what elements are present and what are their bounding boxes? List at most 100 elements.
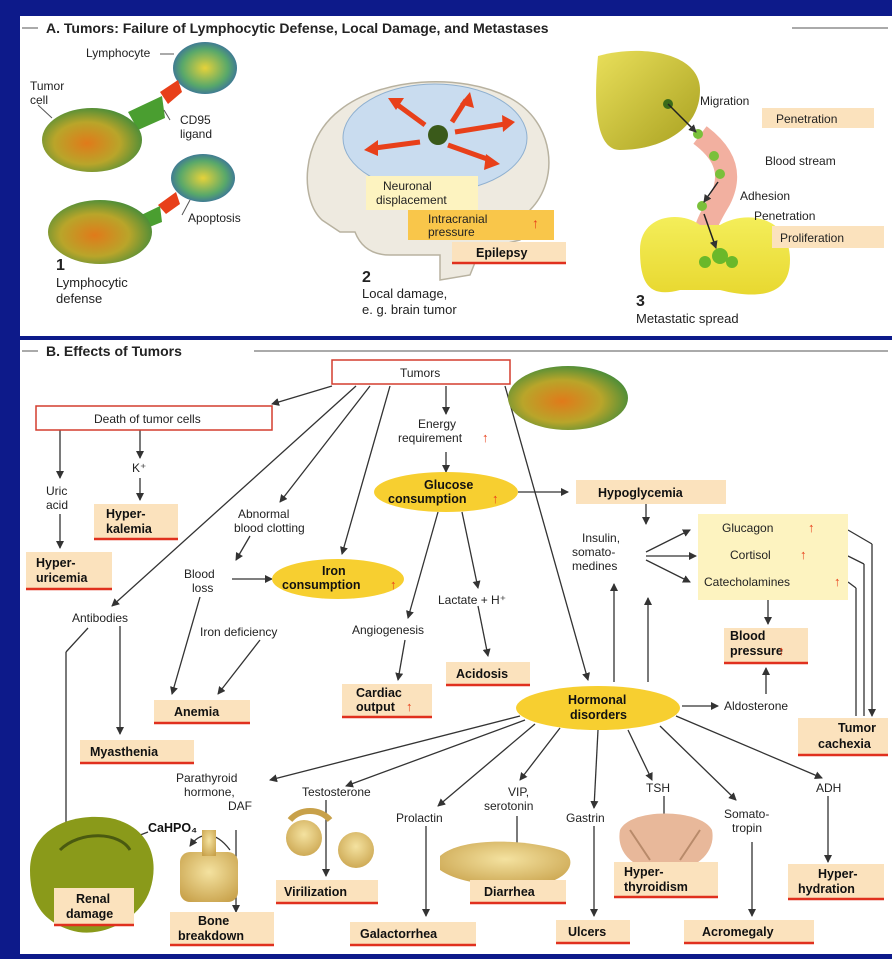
lymphocyte-cell-2-icon: [171, 154, 235, 202]
blood-pressure-box: [724, 628, 808, 662]
cardiac-box: [342, 684, 432, 716]
label-adh: ADH: [816, 781, 841, 795]
cd95-ligand-icon: [128, 96, 165, 130]
label-tsh: TSH: [646, 781, 670, 795]
death-box: [35, 405, 273, 431]
label-acromegaly: Acromegaly: [702, 925, 774, 939]
attack-arrow-icon: [160, 80, 182, 104]
section-a-title: A. Tumors: Failure of Lymphocytic Defens…: [46, 20, 549, 36]
label-neuronal-2: displacement: [376, 193, 447, 207]
label-intracranial-2: pressure: [428, 225, 475, 239]
acromegaly-box: [684, 920, 814, 942]
label-cahpo: CaHPO₄: [148, 821, 197, 835]
label-hyperthyroidism-2: thyroidism: [624, 880, 688, 894]
label-cortisol: Cortisol: [730, 548, 771, 562]
diarrhea-box: [470, 880, 566, 902]
renal-box: [54, 888, 134, 924]
label-blood-pressure-1: Blood: [730, 629, 765, 643]
label-prolactin: Prolactin: [396, 811, 443, 825]
lymphocytic-defense-illustration: [37, 42, 237, 264]
label-parathyroid-3: DAF: [228, 799, 252, 813]
label-adhesion: Adhesion: [740, 189, 790, 203]
galactorrhea-box: [350, 922, 476, 944]
label-uric-2: acid: [46, 498, 68, 512]
label-bone-1: Bone: [198, 914, 229, 928]
label-neuronal-1: Neuronal: [383, 179, 432, 193]
label-somatotropin-2: tropin: [732, 821, 762, 835]
label-testosterone: Testosterone: [302, 785, 371, 799]
label-penetration-2: Penetration: [754, 209, 815, 223]
label-k: K⁺: [132, 461, 146, 475]
label-vip-2: serotonin: [484, 799, 533, 813]
label-parathyroid-2: hormone,: [184, 785, 235, 799]
panel2-caption-2: e. g. brain tumor: [362, 302, 457, 317]
section-b-title: B. Effects of Tumors: [46, 343, 182, 359]
label-tumors: Tumors: [400, 366, 440, 380]
label-renal-2: damage: [66, 907, 113, 921]
liver-icon: [596, 50, 700, 150]
label-hyperhydration-2: hydration: [798, 882, 855, 896]
hormonal-ellipse: [516, 686, 680, 730]
label-blood-stream: Blood stream: [765, 154, 836, 168]
label-somatotropin-1: Somato-: [724, 807, 769, 821]
label-hyperuricemia-1: Hyper-: [36, 556, 76, 570]
panel3-number: 3: [636, 293, 645, 310]
label-blood-loss-2: loss: [192, 581, 213, 595]
iron-ellipse: [272, 559, 404, 599]
label-galactorrhea: Galactorrhea: [360, 927, 438, 941]
connector-lines: [56, 385, 876, 917]
label-abnormal-2: blood clotting: [234, 521, 305, 535]
up-arrow-icon: ↑: [532, 215, 539, 231]
thyroid-icon: [619, 813, 713, 872]
label-ulcers: Ulcers: [568, 925, 606, 939]
label-insulin-2: somato-: [572, 545, 615, 559]
ulcers-box: [556, 920, 630, 942]
panel2-caption-1: Local damage,: [362, 286, 447, 301]
panel1-caption-2: defense: [56, 291, 102, 306]
label-vip-1: VIP,: [508, 785, 529, 799]
label-acidosis: Acidosis: [456, 667, 508, 681]
label-intracranial-1: Intracranial: [428, 212, 487, 226]
glucose-ellipse: [374, 472, 518, 512]
label-anemia: Anemia: [174, 705, 220, 719]
label-insulin-3: medines: [572, 559, 617, 573]
penetration-1-box: [762, 108, 874, 128]
label-tumor-cell-2: cell: [30, 93, 48, 107]
hormones-box: [698, 514, 848, 600]
label-tumor-cachexia-2: cachexia: [818, 737, 872, 751]
epilepsy-box: [452, 242, 566, 262]
panel1-caption-1: Lymphocytic: [56, 275, 128, 290]
label-diarrhea: Diarrhea: [484, 885, 536, 899]
label-proliferation: Proliferation: [780, 231, 844, 245]
label-myasthenia: Myasthenia: [90, 745, 159, 759]
label-cd95-1: CD95: [180, 113, 211, 127]
label-cardiac-1: Cardiac: [356, 686, 402, 700]
intestine-icon: [440, 841, 571, 886]
label-uric-1: Uric: [46, 484, 67, 498]
lymphocyte-cell-icon: [173, 42, 237, 94]
label-blood-pressure-2: pressure: [730, 644, 783, 658]
label-blood-loss-1: Blood: [184, 567, 215, 581]
up-arrow-bp-icon: ↑: [778, 643, 785, 658]
label-penetration-1: Penetration: [776, 112, 837, 126]
label-energy-1: Energy: [418, 417, 456, 431]
label-hormonal-1: Hormonal: [568, 693, 626, 707]
apoptotic-tumor-cell-icon: [48, 200, 152, 264]
hyperhydration-box: [788, 864, 884, 898]
panel3-caption: Metastatic spread: [636, 311, 739, 326]
label-hyperkalemia-1: Hyper-: [106, 507, 146, 521]
tumor-cachexia-box: [798, 718, 888, 754]
label-hyperkalemia-2: kalemia: [106, 522, 153, 536]
label-hyperthyroidism-1: Hyper-: [624, 865, 664, 879]
label-cardiac-2: output: [356, 700, 396, 714]
label-glucagon: Glucagon: [722, 521, 773, 535]
label-glucose-1: Glucose: [424, 478, 473, 492]
label-iron-deficiency: Iron deficiency: [200, 625, 277, 639]
testis-icon: [286, 820, 322, 856]
up-arrow-catecholamines-icon: ↑: [834, 574, 841, 589]
label-tumor-cell-1: Tumor: [30, 79, 64, 93]
up-arrow-cardiac-icon: ↑: [406, 699, 413, 714]
label-antibodies: Antibodies: [72, 611, 128, 625]
hyperthyroidism-box: [614, 862, 718, 896]
